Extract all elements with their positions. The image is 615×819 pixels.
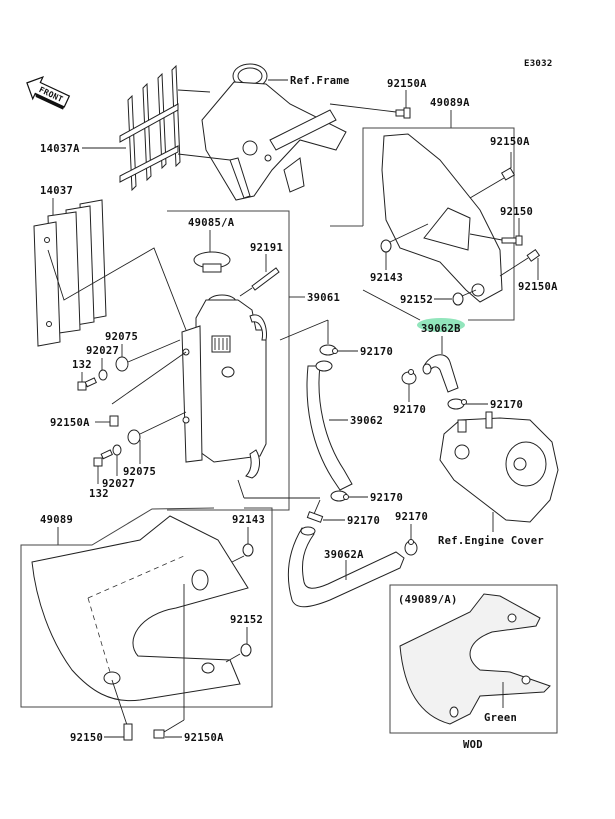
radiator-cap-49085A[interactable] <box>193 251 231 273</box>
grommet-92143-left[interactable] <box>242 543 254 557</box>
clamp-92170-a[interactable] <box>319 344 338 356</box>
frame-reference <box>201 63 347 201</box>
part-label-92150-right[interactable]: 92150 <box>500 206 533 218</box>
part-label-39062A[interactable]: 39062A <box>324 549 364 561</box>
engine-cover-reference <box>439 411 559 523</box>
bolt-92150A-right-2[interactable] <box>526 248 541 262</box>
radiator-louver-14037A[interactable] <box>119 64 181 192</box>
radiator-39061[interactable] <box>181 294 267 479</box>
grommet-92143-right[interactable] <box>380 239 392 253</box>
part-label-39062B[interactable]: 39062B <box>421 323 461 335</box>
variant-note: WOD <box>463 739 483 751</box>
clamp-92170-d[interactable] <box>330 490 349 502</box>
part-label-92150A-right-1[interactable]: 92150A <box>490 136 530 148</box>
bolt-92150A-left[interactable] <box>109 415 119 427</box>
bolt-92150A-right-1[interactable] <box>500 167 516 181</box>
bolt-92150A-top[interactable] <box>395 107 411 119</box>
hose-39062A[interactable] <box>287 526 405 608</box>
part-label-92150A-bottom[interactable]: 92150A <box>184 732 224 744</box>
highlight-marker <box>417 318 465 332</box>
variant-inset-box <box>389 584 558 734</box>
collar-92152-right[interactable] <box>452 292 464 306</box>
breather-tube-92191[interactable] <box>251 267 280 291</box>
part-label-39062[interactable]: 39062 <box>350 415 383 427</box>
part-label-92170-d[interactable]: 92170 <box>370 492 403 504</box>
part-label-92143-left[interactable]: 92143 <box>232 514 265 526</box>
washer-92027-upper[interactable] <box>98 369 108 381</box>
ref-engine-cover-label[interactable]: Ref.Engine Cover <box>438 535 544 547</box>
clamp-92170-b[interactable] <box>401 369 417 385</box>
part-label-49089A[interactable]: 49089A <box>430 97 470 109</box>
part-label-92027-upper[interactable]: 92027 <box>86 345 119 357</box>
collar-92152-left[interactable] <box>240 643 252 657</box>
part-label-14037[interactable]: 14037 <box>40 185 73 197</box>
hose-39062B[interactable] <box>422 354 459 393</box>
variant-inset-title[interactable]: (49089/A) <box>398 594 458 606</box>
part-label-92170-c[interactable]: 92170 <box>490 399 523 411</box>
part-label-49085A[interactable]: 49085/A <box>188 217 235 229</box>
part-label-39061[interactable]: 39061 <box>307 292 340 304</box>
radiator-shroud-49089A-variant[interactable] <box>399 593 551 725</box>
grommet-92075-upper[interactable] <box>115 356 129 372</box>
part-label-92075-lower[interactable]: 92075 <box>123 466 156 478</box>
bolt-132-lower[interactable] <box>93 449 113 467</box>
front-arrow-icon: FRONT <box>26 76 71 110</box>
bolt-92150-left[interactable] <box>123 723 133 741</box>
part-label-92075-upper[interactable]: 92075 <box>105 331 138 343</box>
part-label-92152-left[interactable]: 92152 <box>230 614 263 626</box>
grommet-92075-lower[interactable] <box>127 429 141 445</box>
part-label-92170-e[interactable]: 92170 <box>347 515 380 527</box>
clamp-92170-e[interactable] <box>306 511 324 523</box>
ref-frame-label[interactable]: Ref.Frame <box>290 75 350 87</box>
bolt-132-upper[interactable] <box>77 377 97 391</box>
part-label-92170-b[interactable]: 92170 <box>393 404 426 416</box>
part-label-49089[interactable]: 49089 <box>40 514 73 526</box>
part-label-132-upper[interactable]: 132 <box>72 359 92 371</box>
bolt-92150A-bottom[interactable] <box>153 729 165 739</box>
part-label-92152-right[interactable]: 92152 <box>400 294 433 306</box>
part-label-92170-a[interactable]: 92170 <box>360 346 393 358</box>
part-label-92143-right[interactable]: 92143 <box>370 272 403 284</box>
bolt-92150-right[interactable] <box>501 235 523 246</box>
hose-39062[interactable] <box>306 360 353 491</box>
radiator-shroud-49089A[interactable] <box>381 133 503 303</box>
part-label-92150A-top[interactable]: 92150A <box>387 78 427 90</box>
variant-color-label[interactable]: Green <box>484 712 517 724</box>
part-label-14037A[interactable]: 14037A <box>40 143 80 155</box>
radiator-shroud-49089[interactable] <box>31 515 249 702</box>
radiator-louver-14037[interactable] <box>33 199 107 347</box>
part-label-92191[interactable]: 92191 <box>250 242 283 254</box>
part-label-132-lower[interactable]: 132 <box>89 488 109 500</box>
diagram-code: E3032 <box>524 59 553 69</box>
part-label-92150A-left[interactable]: 92150A <box>50 417 90 429</box>
part-label-92150A-right-2[interactable]: 92150A <box>518 281 558 293</box>
clamp-92170-c[interactable] <box>447 398 467 410</box>
clamp-92170-f[interactable] <box>404 539 418 556</box>
part-label-92150-left[interactable]: 92150 <box>70 732 103 744</box>
part-label-92170-f[interactable]: 92170 <box>395 511 428 523</box>
washer-92027-lower[interactable] <box>112 444 122 456</box>
part-label-92027-lower[interactable]: 92027 <box>102 478 135 490</box>
